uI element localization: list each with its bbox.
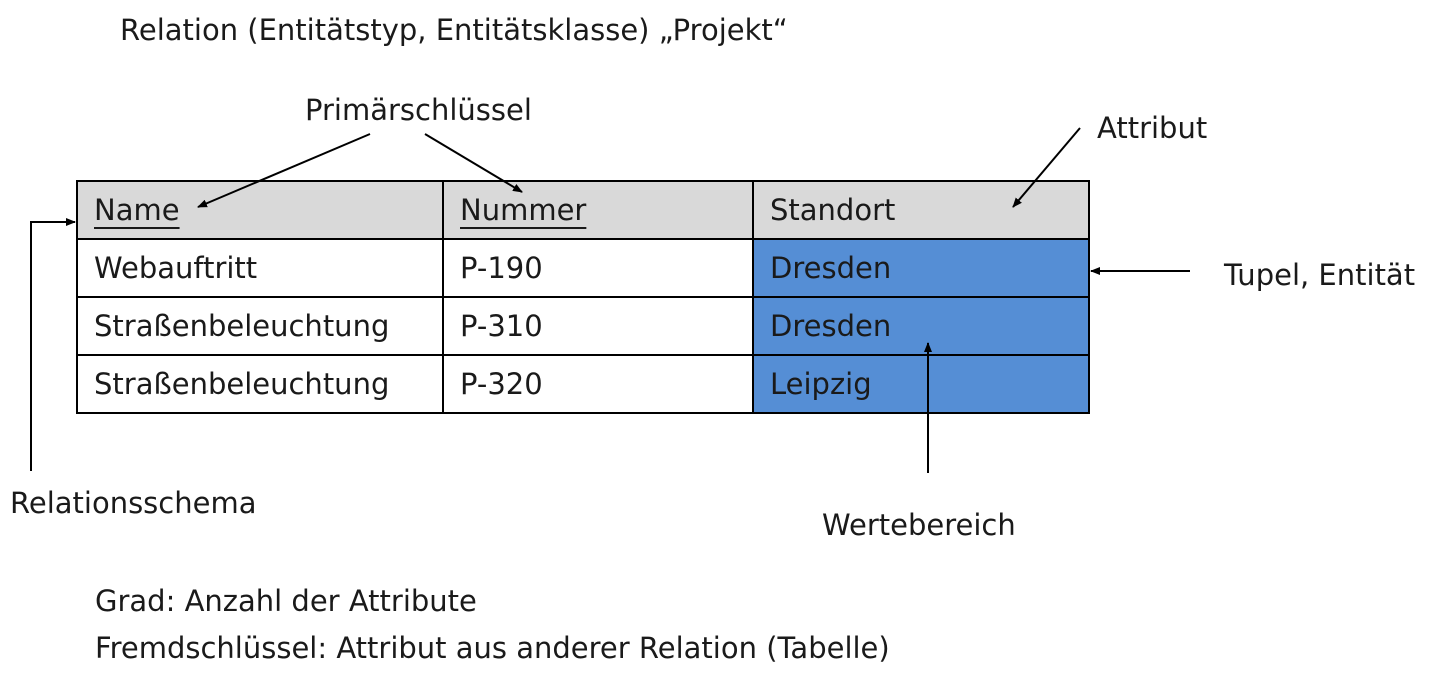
table-cell: Webauftritt: [76, 238, 444, 298]
domain-cell: Dresden: [752, 238, 1090, 298]
table-row: Webauftritt P-190 Dresden: [76, 238, 1090, 298]
primary-key-label: Primärschlüssel: [305, 93, 532, 127]
domain-label: Wertebereich: [822, 508, 1016, 542]
tuple-label: Tupel, Entität: [1224, 258, 1416, 292]
table-cell: P-320: [442, 354, 754, 414]
domain-cell: Dresden: [752, 296, 1090, 356]
table-row: Straßenbeleuchtung P-310 Dresden: [76, 296, 1090, 356]
attribute-label: Attribut: [1097, 111, 1208, 145]
relation-schema-label: Relationsschema: [10, 486, 257, 520]
table-cell: P-310: [442, 296, 754, 356]
grad-note: Grad: Anzahl der Attribute: [95, 584, 477, 618]
header-cell-standort: Standort: [752, 180, 1090, 240]
relation-schema-arrow: [30, 218, 76, 471]
table-cell: P-190: [442, 238, 754, 298]
domain-cell: Leipzig: [752, 354, 1090, 414]
foreign-key-note: Fremdschlüssel: Attribut aus anderer Rel…: [95, 631, 890, 665]
table-cell: Straßenbeleuchtung: [76, 354, 444, 414]
table-cell: Straßenbeleuchtung: [76, 296, 444, 356]
relation-table: Name Nummer Standort Webauftritt P-190 D…: [76, 180, 1090, 414]
diagram-title: Relation (Entitätstyp, Entitätsklasse) „…: [120, 13, 788, 47]
primary-key-nummer: Nummer: [460, 193, 587, 227]
primary-key-name: Name: [94, 193, 180, 227]
table-row: Straßenbeleuchtung P-320 Leipzig: [76, 354, 1090, 414]
header-cell-nummer: Nummer: [442, 180, 754, 240]
header-cell-name: Name: [76, 180, 444, 240]
table-header-row: Name Nummer Standort: [76, 180, 1090, 240]
